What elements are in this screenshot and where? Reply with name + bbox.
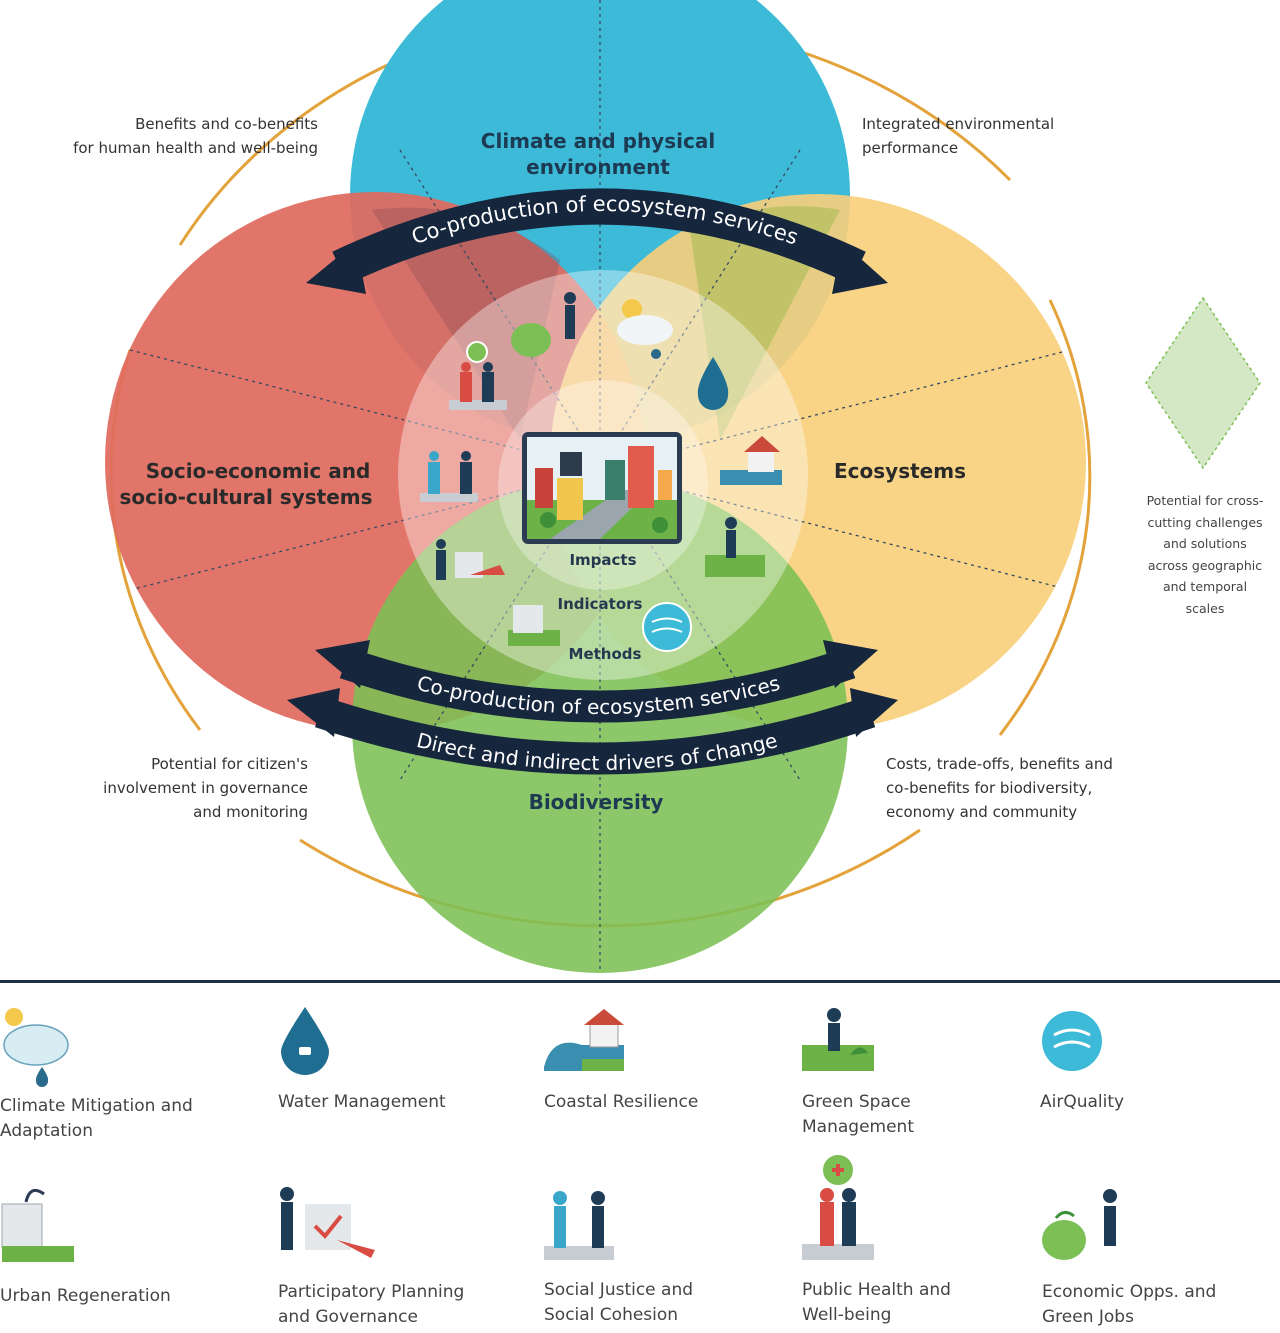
economic-opps-icon [1042, 1189, 1117, 1260]
legend-label-coastal: Coastal Resilience [544, 1092, 699, 1112]
coastal-house-icon [544, 1009, 624, 1071]
green-space-person-icon [802, 1008, 874, 1071]
water-drop-icon [281, 1007, 329, 1075]
legend-label-climate: Climate Mitigation and Adaptation [0, 1096, 193, 1141]
legend-label-urban: Urban Regeneration [0, 1286, 171, 1306]
label-biodiversity: Biodiversity [529, 790, 664, 814]
label-socio-line1: Socio-economic and [146, 459, 371, 483]
ring-icon-coastal [720, 436, 782, 485]
ring-icon-green-space [705, 517, 765, 577]
social-justice-icon [544, 1191, 614, 1260]
label-impacts: Impacts [569, 551, 636, 569]
caption-bottom-left: Potential for citizen's involvement in g… [103, 755, 308, 821]
public-health-icon [802, 1153, 874, 1260]
side-note: Potential for cross-cutting challenges a… [1146, 493, 1264, 616]
ring-icon-urban [508, 605, 560, 646]
legend-label-air: AirQuality [1040, 1092, 1125, 1112]
ring-icon-air [642, 602, 692, 652]
legend-label-green-space: Green Space Management [802, 1092, 914, 1137]
legend-label-economic: Economic Opps. and Green Jobs [1042, 1282, 1217, 1327]
caption-top-left: Benefits and co-benefits for human healt… [73, 115, 318, 157]
legend-label-participatory: Participatory Planning and Governance [278, 1282, 465, 1327]
label-indicators: Indicators [558, 595, 643, 613]
ring-icon-participatory [436, 539, 505, 580]
participatory-planning-icon [280, 1187, 375, 1258]
climate-icon [3, 1008, 69, 1087]
ring-icon-social-justice [420, 451, 478, 502]
label-methods: Methods [569, 645, 642, 663]
cross-cutting-diamond [1145, 296, 1261, 470]
legend-label-water: Water Management [278, 1092, 446, 1112]
air-quality-icon [1042, 1011, 1102, 1071]
caption-top-right: Integrated environmental performance [862, 115, 1055, 157]
ring-icon-water [697, 357, 729, 410]
ring-icon-public-health [449, 341, 507, 410]
label-climate-line1: Climate and physical [481, 129, 715, 153]
legend-divider [0, 980, 1280, 983]
caption-bottom-right: Costs, trade-offs, benefits and co-benef… [886, 755, 1113, 821]
label-climate-line2: environment [526, 155, 670, 179]
circle-biodiversity [352, 477, 848, 973]
label-socio-line2: socio-cultural systems [119, 485, 372, 509]
city-illustration [522, 432, 682, 544]
ring-icon-economic [511, 292, 576, 357]
ring-icon-climate [617, 299, 673, 359]
urban-regeneration-icon [1, 1188, 74, 1262]
legend-label-public-health: Public Health and Well-being [802, 1280, 951, 1325]
legend-label-social-justice: Social Justice and Social Cohesion [544, 1280, 694, 1325]
label-ecosystems: Ecosystems [834, 459, 966, 483]
